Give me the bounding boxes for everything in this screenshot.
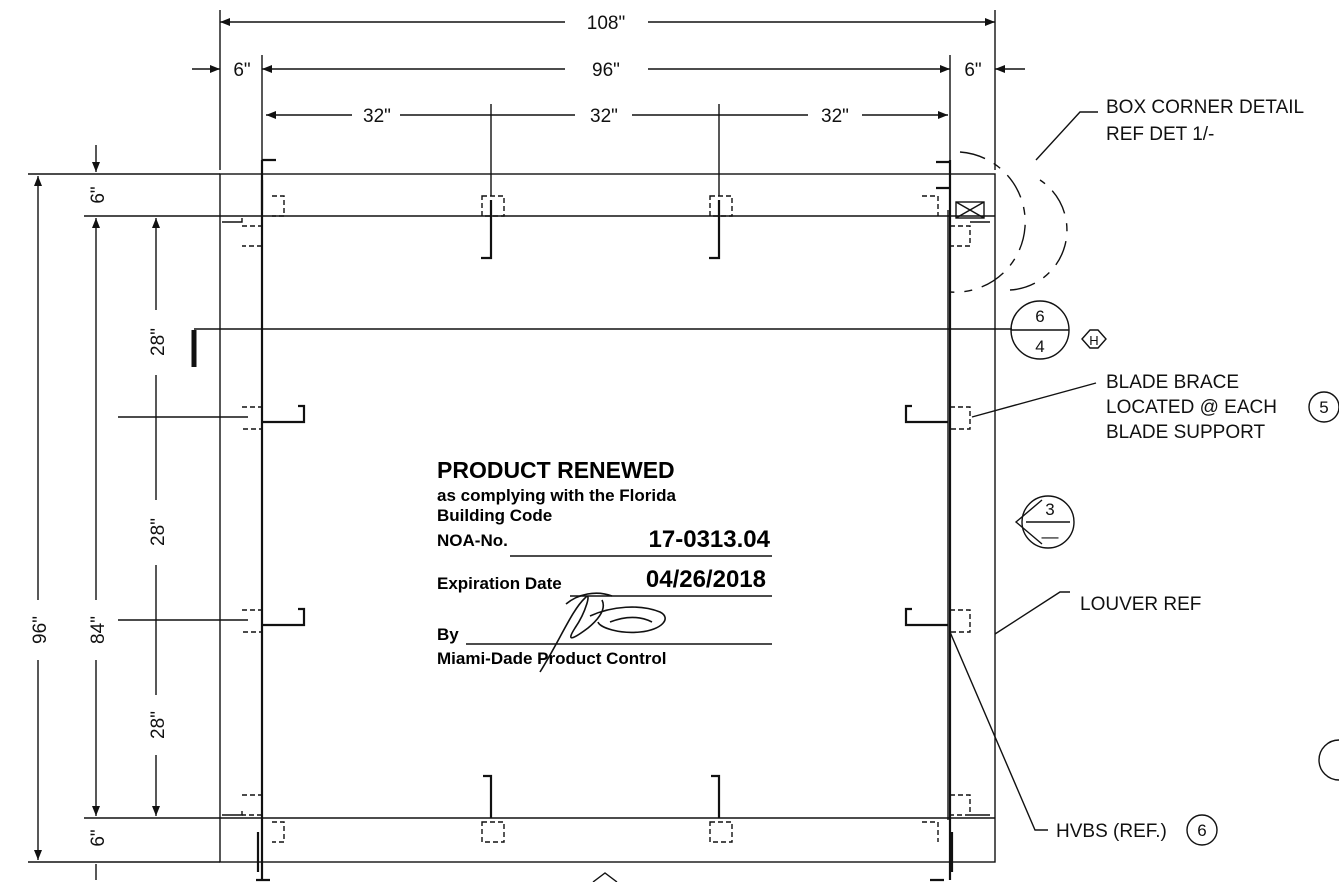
hvbs-label: HVBS (REF.) <box>1056 821 1167 842</box>
signature <box>539 592 666 673</box>
dim-left-margin: 6" <box>233 60 250 81</box>
dim-bay-1: 32" <box>363 106 391 127</box>
section-tag: H <box>1089 333 1098 348</box>
dim-right-margin: 6" <box>964 60 981 81</box>
dim-row-1: 28" <box>148 328 169 356</box>
dim-top-margin: 6" <box>88 186 109 203</box>
blade-brace-line1: BLADE BRACE <box>1106 372 1239 393</box>
dim-inner-width: 96" <box>592 60 620 81</box>
section-marker: 6 4 H <box>191 300 1107 367</box>
stamp-expiration-date: 04/26/2018 <box>646 566 766 593</box>
top-dimensions: 108" 6" 96" 6" 32" 32" 32" <box>192 10 1025 196</box>
dim-bottom-margin: 6" <box>88 829 109 846</box>
louver-frame <box>219 158 996 882</box>
dim-bay-3: 32" <box>821 106 849 127</box>
dim-inner-height: 84" <box>88 616 109 644</box>
box-corner-line1: BOX CORNER DETAIL <box>1106 97 1304 118</box>
dim-row-2: 28" <box>148 518 169 546</box>
callout-blade-brace: BLADE BRACE LOCATED @ EACH BLADE SUPPORT… <box>971 372 1339 443</box>
dim-row-3: 28" <box>148 711 169 739</box>
callout-louver-ref: LOUVER REF <box>994 591 1201 635</box>
approval-stamp: PRODUCT RENEWED as complying with the Fl… <box>437 457 772 673</box>
stamp-by-label: By <box>437 625 459 644</box>
blade-brace-bubble: 5 <box>1319 398 1328 417</box>
blade-brace-line2: LOCATED @ EACH <box>1106 397 1277 418</box>
dim-overall-width: 108" <box>587 13 625 34</box>
box-corner-line2: REF DET 1/- <box>1106 124 1214 145</box>
stamp-noa-label: NOA-No. <box>437 531 508 550</box>
elevation-marker: 3 — <box>1014 495 1075 549</box>
stamp-line1: as complying with the Florida <box>437 486 677 505</box>
stamp-line2: Building Code <box>437 506 552 525</box>
blade-brace-line3: BLADE SUPPORT <box>1106 422 1265 443</box>
section-sheet: 4 <box>1035 337 1044 356</box>
callout-box-corner: BOX CORNER DETAIL REF DET 1/- <box>949 97 1304 293</box>
stamp-noa-number: 17-0313.04 <box>649 526 771 553</box>
dim-overall-height: 96" <box>30 616 51 644</box>
callout-hvbs: HVBS (REF.) 6 <box>949 631 1339 846</box>
left-dimensions: 96" 84" 6" 6" 28" 28" 28" <box>28 145 248 880</box>
dim-bay-2: 32" <box>590 106 618 127</box>
elevation-number: 3 <box>1045 500 1054 519</box>
stamp-authority: Miami-Dade Product Control <box>437 649 667 668</box>
louver-ref-label: LOUVER REF <box>1080 594 1201 615</box>
stamp-expiration-label: Expiration Date <box>437 574 562 593</box>
section-number: 6 <box>1035 307 1044 326</box>
elevation-sheet: — <box>1042 527 1059 546</box>
stamp-title: PRODUCT RENEWED <box>437 457 675 483</box>
hvbs-bubble: 6 <box>1197 821 1206 840</box>
